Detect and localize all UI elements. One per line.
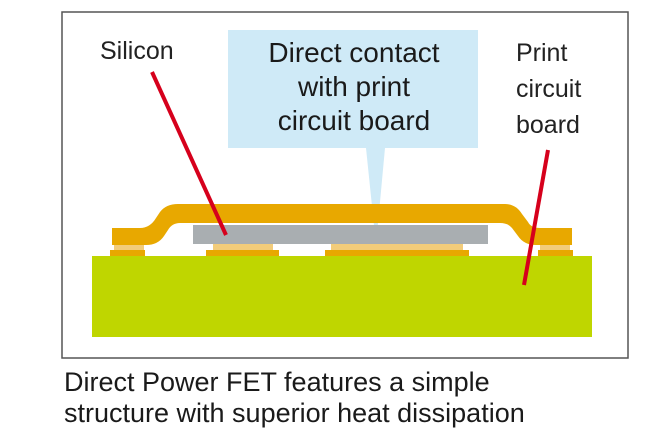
pad-center-left-solder <box>213 244 273 250</box>
pad-right-solder <box>540 245 570 250</box>
pad-left-solder <box>114 245 144 250</box>
pad-center-right-solder <box>331 244 463 250</box>
callout-line2: with print <box>297 71 411 102</box>
caption-line1: Direct Power FET features a simple <box>64 367 490 397</box>
pcb-label-line2: circuit <box>516 75 582 103</box>
pcb-label-line1: Print <box>516 39 568 67</box>
pad-left <box>110 250 145 256</box>
lead-frame <box>112 204 572 245</box>
frame <box>61 11 629 359</box>
pcb-board <box>92 256 592 337</box>
caption: Direct Power FET features a simple struc… <box>64 367 525 429</box>
silicon-die <box>193 225 488 244</box>
pad-center-right <box>325 250 469 256</box>
pcb-pointer-line <box>522 149 550 286</box>
callout-line3: circuit board <box>277 105 431 136</box>
silicon-pointer-line <box>150 71 228 236</box>
pad-center-left <box>206 250 279 256</box>
callout-line1: Direct contact <box>268 37 440 68</box>
silicon-label: Silicon <box>100 37 174 65</box>
pad-right <box>538 250 573 256</box>
callout-bubble <box>228 30 478 245</box>
callout-text: Direct contact with print circuit board <box>232 36 476 138</box>
pcb-label-line3: board <box>516 111 580 139</box>
caption-line2: structure with superior heat dissipation <box>64 398 525 428</box>
